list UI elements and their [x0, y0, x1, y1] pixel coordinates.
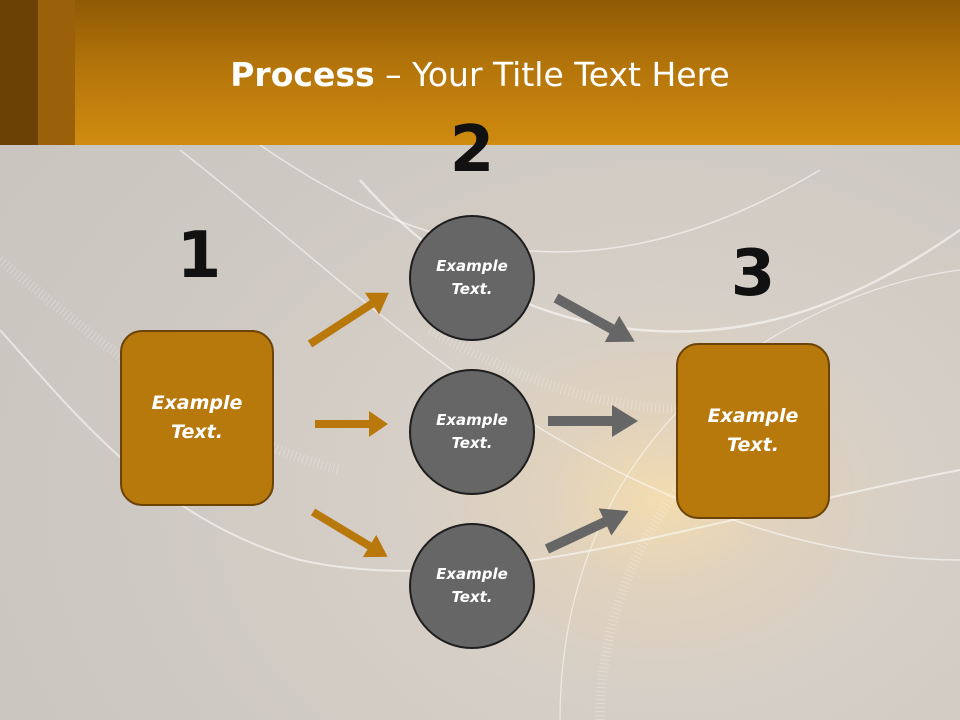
- step-1-box-line1: Example: [151, 392, 243, 414]
- step-3-box-line2: Text.: [727, 434, 779, 456]
- step-3-box: Example Text.: [676, 343, 830, 519]
- circle-middle-line1: Example: [436, 411, 508, 429]
- step-2-circle-top: Example Text.: [409, 215, 535, 341]
- gray-arrow-right: [548, 405, 638, 437]
- circle-middle-line2: Text.: [451, 434, 493, 452]
- title-bar-stripe-mid: [38, 0, 75, 145]
- slide-title: Process – Your Title Text Here: [0, 55, 960, 95]
- slide-title-bold: Process: [230, 55, 375, 94]
- orange-arrow-up: [307, 292, 389, 348]
- gray-arrow-down: [553, 293, 635, 343]
- title-bar: Process – Your Title Text Here: [0, 0, 960, 145]
- slide-title-rest: – Your Title Text Here: [374, 55, 730, 94]
- step-number-3: 3: [730, 237, 776, 311]
- step-3-box-line1: Example: [707, 405, 799, 427]
- title-bar-stripe-dark: [0, 0, 38, 145]
- circle-bottom-line1: Example: [436, 565, 508, 583]
- circle-bottom-line2: Text.: [451, 588, 493, 606]
- step-2-circle-bottom: Example Text.: [409, 523, 535, 649]
- gray-arrow-up: [544, 508, 629, 554]
- step-2-circle-middle: Example Text.: [409, 369, 535, 495]
- circle-top-line2: Text.: [451, 280, 493, 298]
- step-number-2: 2: [449, 113, 495, 187]
- circle-top-line1: Example: [436, 257, 508, 275]
- orange-arrow-down: [310, 508, 388, 558]
- orange-arrow-right: [315, 411, 388, 437]
- step-1-box-line2: Text.: [171, 421, 223, 443]
- step-1-box: Example Text.: [120, 330, 274, 506]
- step-number-1: 1: [176, 219, 222, 293]
